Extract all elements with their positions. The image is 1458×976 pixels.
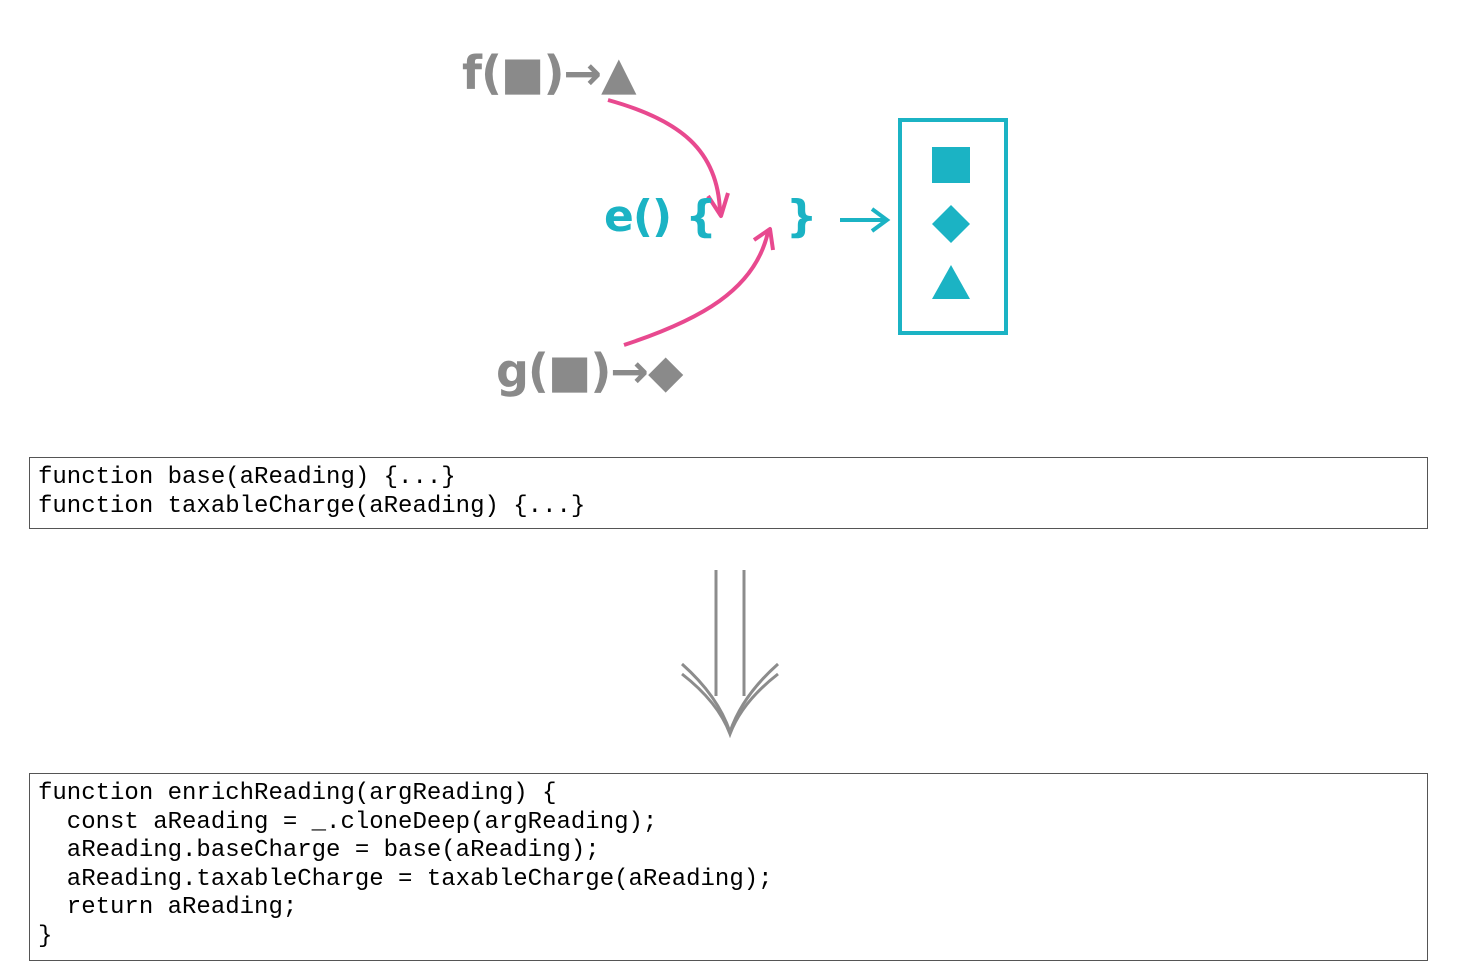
code-line: } <box>38 922 53 950</box>
f-to-e-arrow <box>607 98 722 213</box>
result-box <box>898 118 1008 335</box>
result-square-icon <box>932 147 970 183</box>
result-diamond-icon <box>932 205 970 243</box>
code-line: const aReading = _.cloneDeep(argReading)… <box>38 808 658 836</box>
code-line: aReading.baseCharge = base(aReading); <box>38 837 600 865</box>
code-line: function base(aReading) {...} <box>38 464 456 491</box>
result-arrow <box>840 207 891 233</box>
f-function-label: f(■)→▲ <box>462 46 636 100</box>
g-function-label: g(■)→◆ <box>496 344 683 398</box>
code-after-block: function enrichReading(argReading) { con… <box>29 773 1428 961</box>
code-line: function taxableCharge(aReading) {...} <box>38 492 586 520</box>
e-function-close: } <box>786 191 818 242</box>
code-before-block: function base(aReading) {...} function t… <box>29 457 1428 529</box>
transform-down-arrow-icon <box>681 570 779 738</box>
code-line: return aReading; <box>38 894 298 922</box>
refactoring-diagram: f(■)→▲ g(■)→◆ e() { } <box>0 0 1458 440</box>
e-function-open: e() { <box>604 191 717 242</box>
g-to-e-arrowhead <box>752 227 775 251</box>
diagram-graphics <box>607 98 1008 347</box>
code-line: aReading.taxableCharge = taxableCharge(a… <box>38 865 773 893</box>
g-to-e-arrow <box>623 231 770 347</box>
f-to-e-arrowhead <box>706 192 730 218</box>
code-line: function enrichReading(argReading) { <box>38 780 557 807</box>
result-triangle-icon <box>932 265 970 299</box>
